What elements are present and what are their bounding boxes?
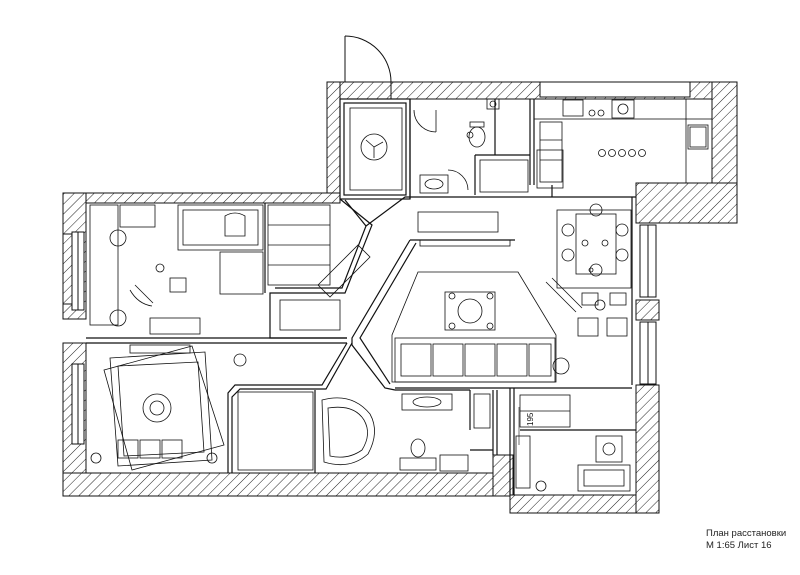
door-swing-icon <box>344 35 392 99</box>
interior-walls <box>86 98 636 495</box>
dimension-label: 195 <box>526 412 535 426</box>
title-block-line1: План расстановки <box>706 528 787 539</box>
armchair-icon <box>545 277 628 337</box>
plant-icon <box>466 131 594 273</box>
toilet-icon <box>399 438 469 472</box>
exterior-walls <box>62 81 738 514</box>
coffee-table <box>391 211 557 383</box>
sink-icon <box>401 393 491 429</box>
stove-icon <box>588 109 646 157</box>
dining-table-icon <box>556 203 632 289</box>
bathtub-icon <box>321 397 375 466</box>
small-room-furniture <box>577 435 631 492</box>
washing-machine-icon <box>479 149 564 193</box>
title-block-line2: М 1:65 Лист 16 <box>706 540 772 551</box>
kitchen-counter <box>533 98 713 184</box>
sofa-corridor <box>279 244 371 331</box>
toilet-icon <box>413 98 500 194</box>
sofa-icon <box>394 337 570 383</box>
windows <box>71 81 691 445</box>
title-block: План расстановки М 1:65 Лист 16 <box>706 528 786 552</box>
wardrobe <box>349 107 403 191</box>
bed-icon <box>90 344 247 471</box>
dimension-195: 195 <box>518 407 535 445</box>
shower-icon <box>515 394 571 492</box>
study-room-furniture <box>89 204 331 335</box>
closet <box>237 391 314 471</box>
